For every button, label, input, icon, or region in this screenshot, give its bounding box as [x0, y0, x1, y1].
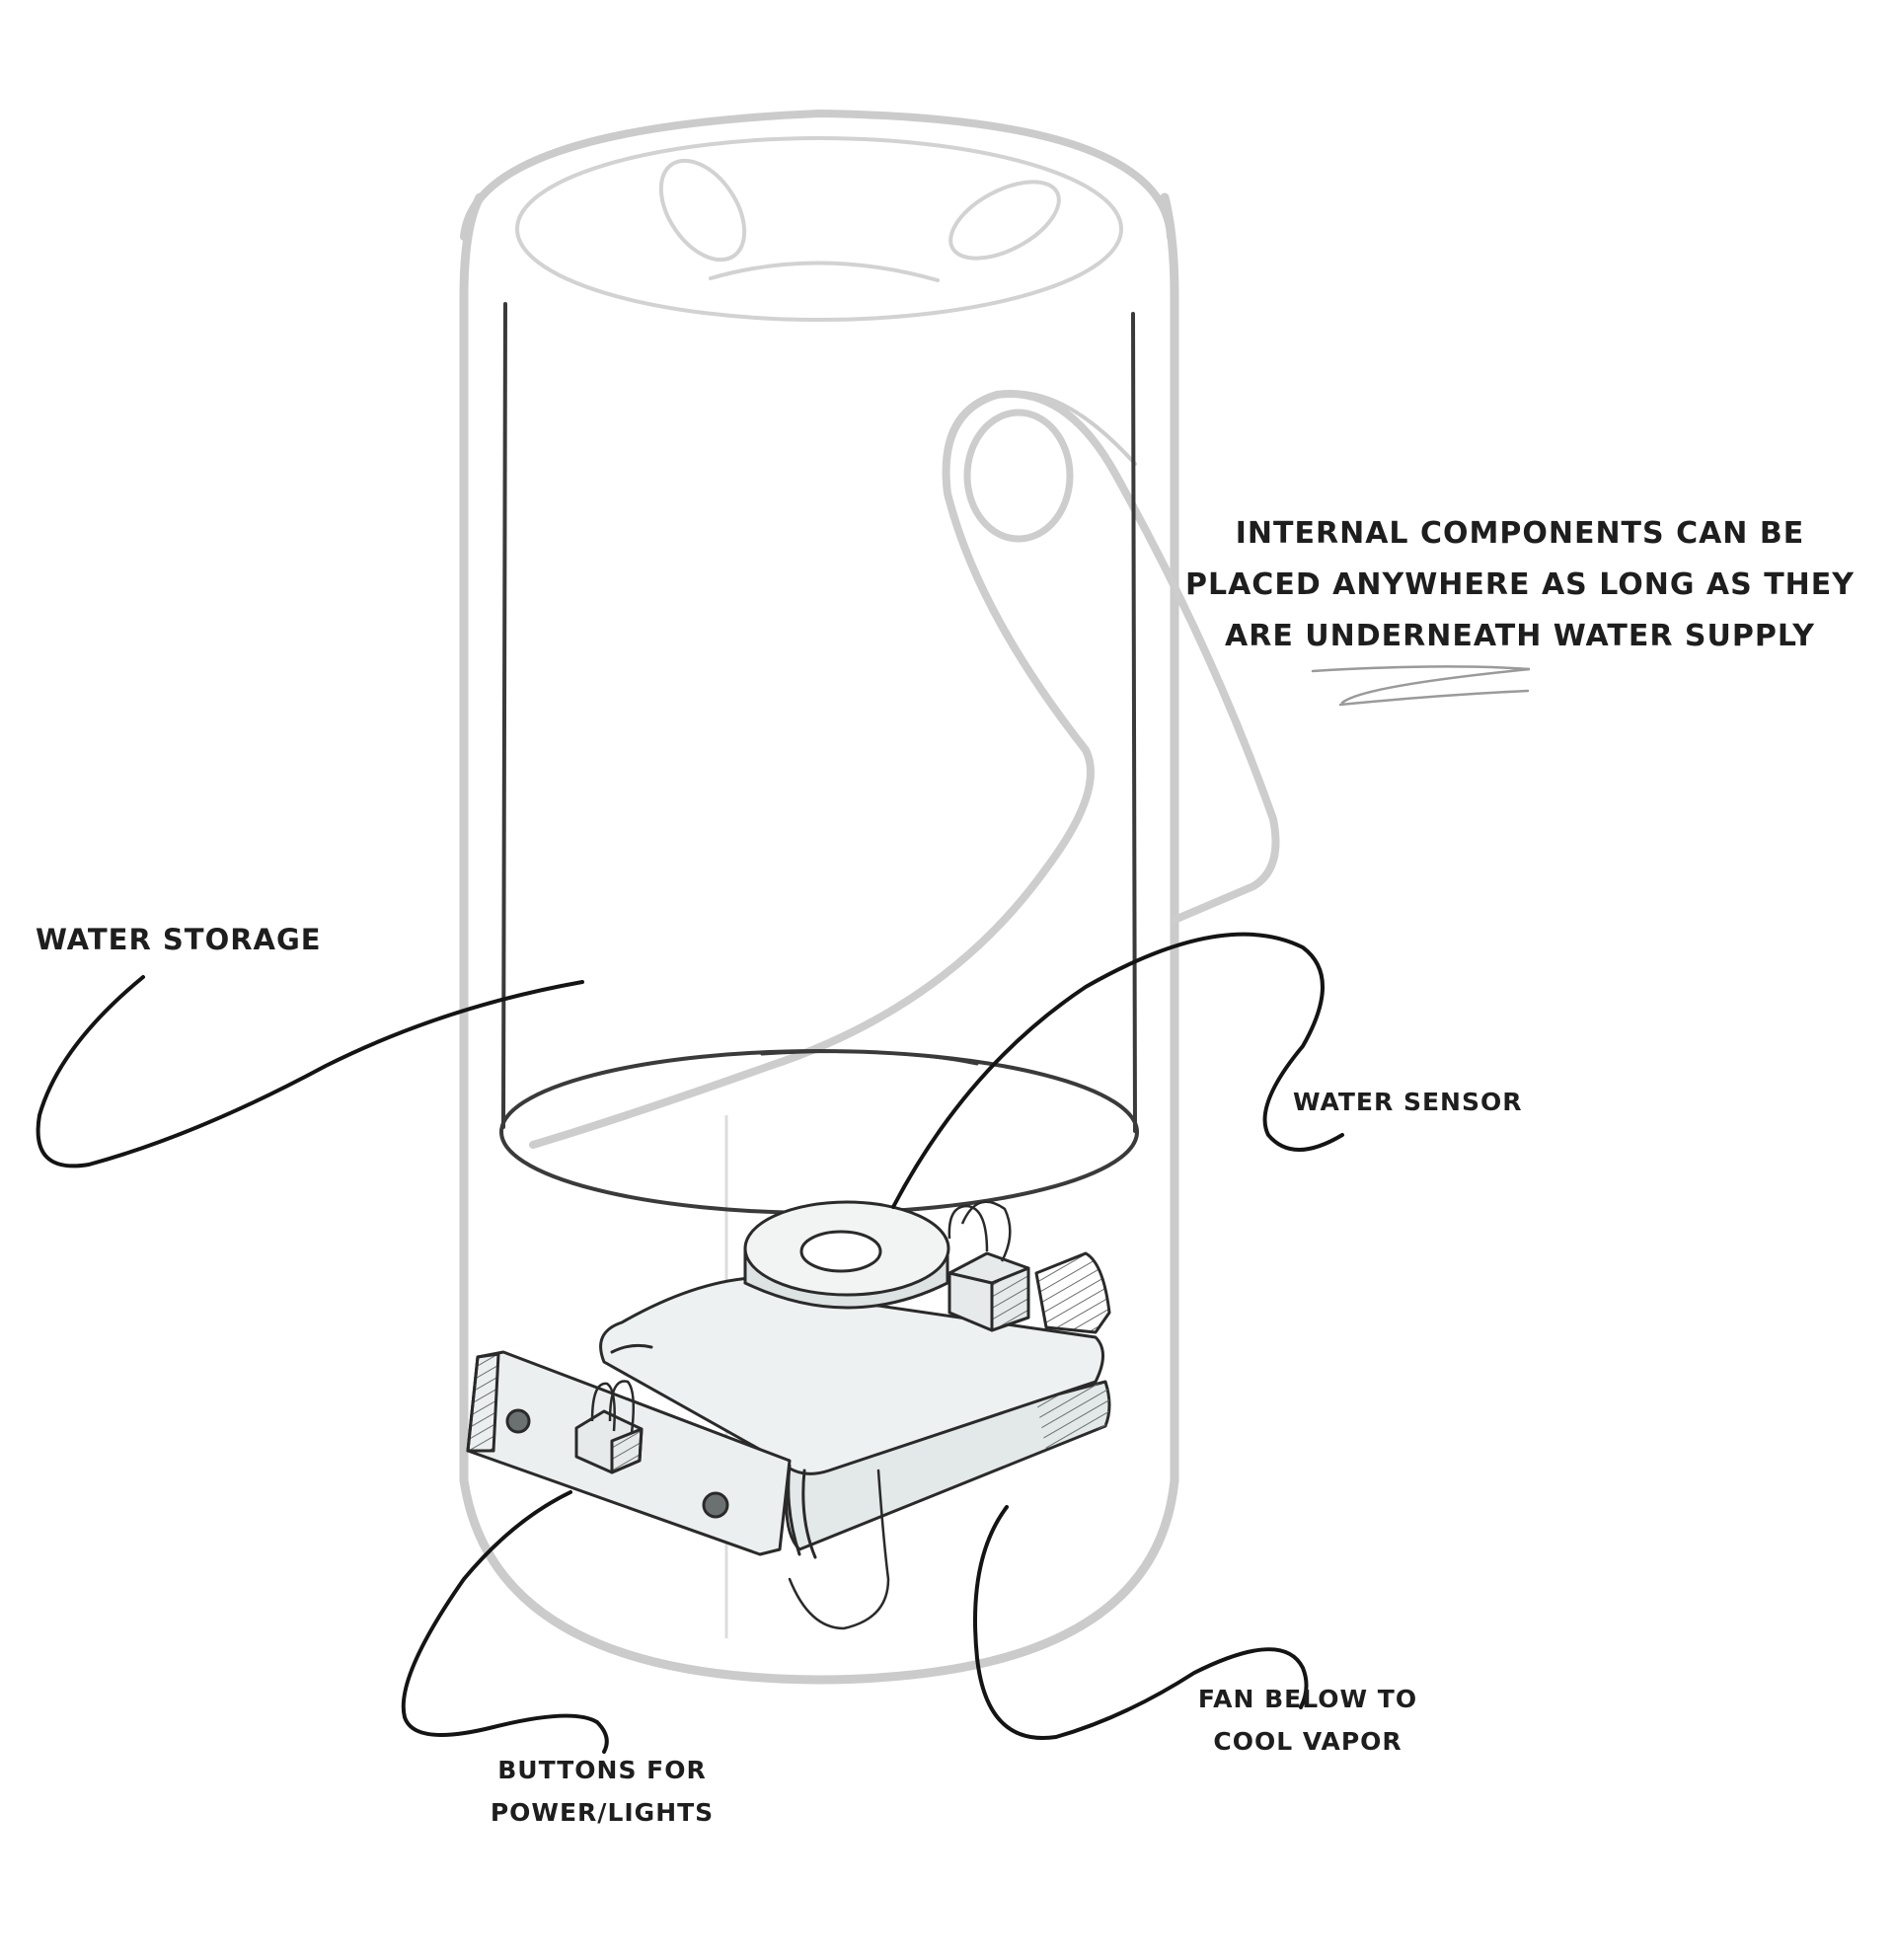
buttons-label: BUTTONS FOR POWER/LIGHTS [454, 1749, 750, 1834]
annotation-note-line: INTERNAL COMPONENTS CAN BE [1235, 516, 1805, 551]
ultrasonic-disc [743, 1200, 950, 1310]
water-sensor-leader [891, 932, 1344, 1209]
power-button-icon [505, 1408, 531, 1434]
fan-label-line: FAN BELOW TO [1197, 1685, 1418, 1713]
fan-shroud [1034, 1251, 1111, 1334]
annotation-note: INTERNAL COMPONENTS CAN BE PLACED ANYWHE… [1175, 508, 1865, 662]
water-storage-leader [36, 975, 584, 1168]
annotation-note-line: ARE UNDERNEATH WATER SUPPLY [1225, 619, 1815, 653]
lights-button-icon [702, 1491, 729, 1519]
fan-leader [973, 1505, 1309, 1740]
handle [529, 390, 1280, 1149]
note-underline [1311, 665, 1531, 707]
annotation-note-line: PLACED ANYWHERE AS LONG AS THEY [1184, 567, 1855, 602]
water-storage-label: WATER STORAGE [36, 923, 322, 956]
button-panel [466, 1350, 792, 1556]
top-face [515, 136, 1123, 322]
fan-label: FAN BELOW TO COOL VAPOR [1165, 1678, 1451, 1763]
fan-label-line: COOL VAPOR [1213, 1727, 1402, 1756]
water-sensor-label: WATER SENSOR [1293, 1088, 1523, 1116]
housing-outline [459, 110, 1179, 1685]
sensor-block [948, 1200, 1030, 1332]
buttons-label-line: BUTTONS FOR [497, 1756, 707, 1784]
buttons-leader [401, 1490, 609, 1754]
water-tank [499, 302, 1139, 1215]
buttons-label-line: POWER/LIGHTS [490, 1798, 715, 1827]
leader-lines [36, 932, 1344, 1754]
